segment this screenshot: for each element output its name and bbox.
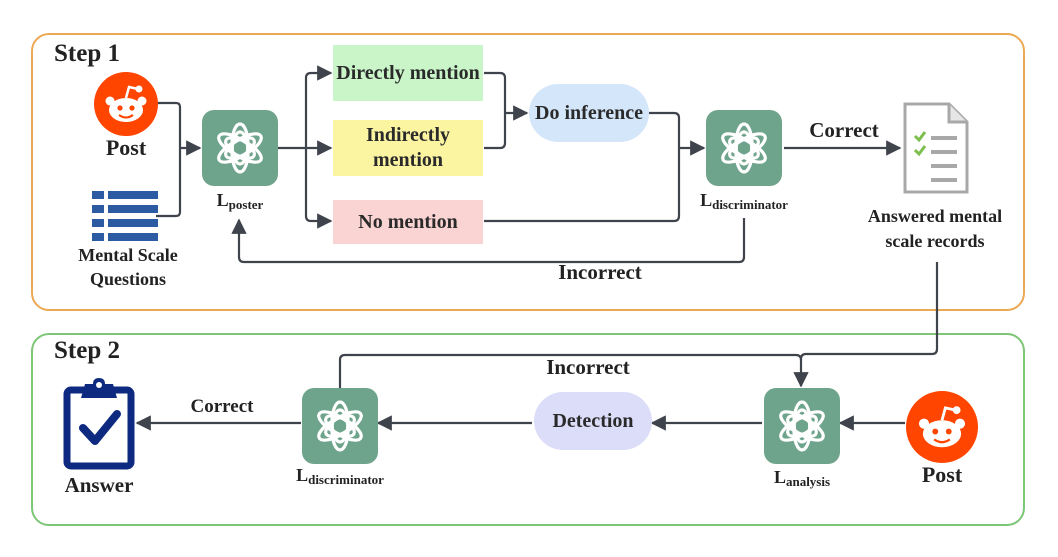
analysis-label: Lanalysis bbox=[773, 467, 831, 489]
step2-panel bbox=[31, 333, 1025, 526]
step1-panel bbox=[31, 33, 1025, 311]
list-icon bbox=[92, 191, 158, 241]
do-inference-node: Do inference bbox=[529, 84, 649, 142]
openai-icon bbox=[764, 388, 840, 464]
step1-title: Step 1 bbox=[54, 40, 120, 67]
indirectly-mention-box: Indirectly mention bbox=[333, 120, 483, 176]
directly-mention-box: Directly mention bbox=[333, 45, 483, 101]
correct-label-step1: Correct bbox=[809, 118, 879, 142]
questions-label: Mental Scale Questions bbox=[78, 245, 178, 289]
discriminator-label-step1: Ldiscriminator bbox=[700, 190, 788, 212]
poster-model-label: Lposter bbox=[216, 190, 264, 212]
openai-icon bbox=[706, 110, 782, 186]
discriminator-label-step2: Ldiscriminator bbox=[296, 465, 384, 487]
no-mention-box: No mention bbox=[333, 200, 483, 244]
correct-label-step2: Correct bbox=[190, 396, 254, 417]
incorrect-label-step2: Incorrect bbox=[546, 355, 630, 379]
incorrect-label-step1: Incorrect bbox=[558, 260, 642, 284]
records-label: Answered mental scale records bbox=[867, 206, 1003, 251]
post-label: Post bbox=[105, 135, 147, 160]
document-icon bbox=[903, 102, 969, 194]
clipboard-check-icon bbox=[63, 378, 135, 470]
answer-label: Answer bbox=[64, 473, 134, 497]
openai-icon bbox=[202, 110, 278, 186]
openai-icon bbox=[302, 388, 378, 464]
step2-title: Step 2 bbox=[54, 337, 120, 364]
reddit-icon bbox=[94, 72, 158, 136]
post-label-step2: Post bbox=[921, 462, 963, 487]
detection-node: Detection bbox=[534, 392, 652, 450]
reddit-icon bbox=[906, 391, 978, 463]
